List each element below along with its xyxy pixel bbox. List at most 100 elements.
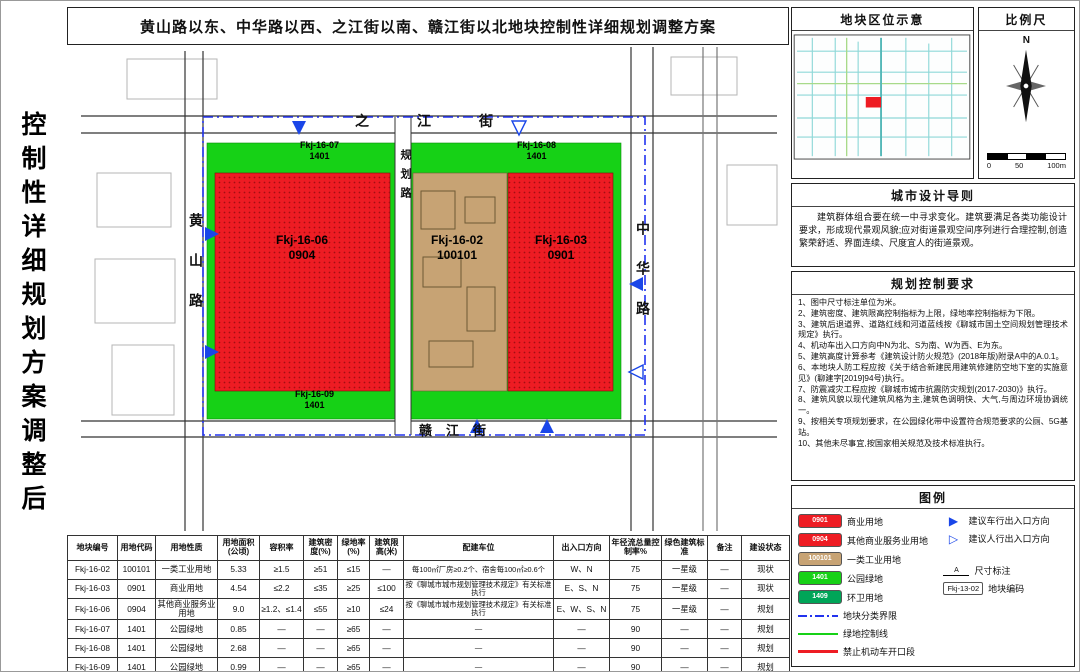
parcel-code: 1401 xyxy=(309,151,330,162)
table-cell: 规划 xyxy=(741,619,790,640)
requirement-item: 9、按相关专项规划要求，在公园绿化带中设置符合规范要求的公厕、5G基站。 xyxy=(798,417,1068,437)
parcel-id: Fkj-16-07 xyxy=(299,140,340,150)
table-cell: — xyxy=(707,598,742,621)
table-cell: 公园绿地 xyxy=(155,619,218,640)
table-cell: ≤2.2 xyxy=(259,578,304,600)
site-marker xyxy=(866,97,882,108)
parcel-code: 0901 xyxy=(547,248,575,262)
table-cell: — xyxy=(707,578,742,600)
dimension-icon: A xyxy=(943,566,970,576)
requirements-section: 规划控制要求 1、图中尺寸标注单位为米。2、建筑密度、建筑限高控制指标为上限，绿… xyxy=(791,271,1075,481)
map-labels: 之江街 赣江街 黄山路 中华路 规划路 Fkj-16-06 0904 Fkj-1… xyxy=(67,45,789,533)
table-cell: 一星级 xyxy=(661,598,708,621)
parcel-code: 100101 xyxy=(436,248,478,262)
table-cell: Fkj-16-06 xyxy=(67,598,118,621)
street-name-west: 黄山路 xyxy=(188,213,204,333)
table-cell: — xyxy=(259,638,304,659)
table-cell: — xyxy=(369,619,404,640)
table-cell: 4.54 xyxy=(217,578,260,600)
table-cell: 75 xyxy=(609,560,662,580)
column-header: 绿色建筑标准 xyxy=(661,535,708,561)
requirement-item: 2、建筑密度、建筑限高控制指标为上限，绿地率控制指标为下限。 xyxy=(798,308,1040,318)
control-indicator-table: 地块编号用地代码用地性质用地面积(公顷)容积率建筑密度(%)绿地率(%)建筑限高… xyxy=(67,535,790,671)
table-cell: Fkj-16-03 xyxy=(67,578,118,600)
requirement-item: 3、建筑后退道界、道路红线和河道蓝线按《聊城市国土空间规划管理技术规定》执行。 xyxy=(798,319,1068,340)
table-cell: ≤100 xyxy=(369,578,404,600)
requirement-item: 5、建筑高度计算参考《建筑设计防火规范》(2018年版)附录A中的A.0.1。 xyxy=(798,352,1064,362)
block-boundary-line xyxy=(202,116,646,436)
table-cell: ≥10 xyxy=(337,598,370,621)
table-cell: 75 xyxy=(609,578,662,600)
table-cell: 其他商业服务业用地 xyxy=(155,598,218,621)
land-code-swatch: 0904 xyxy=(798,533,842,547)
column-header: 地块编号 xyxy=(67,535,118,561)
parcel-fkj-16-06-texture xyxy=(215,173,390,391)
vehicle-entrance-arrow-icon xyxy=(629,277,643,291)
table-cell: — xyxy=(707,619,742,640)
zoning-map-drawing xyxy=(81,47,778,531)
legend-line-item: 禁止机动车开口段 xyxy=(798,645,937,658)
table-cell: 90 xyxy=(609,619,662,640)
table-cell: — xyxy=(661,638,708,659)
scale-tick: 50 xyxy=(1014,161,1024,170)
table-cell: 规划 xyxy=(741,657,790,671)
table-cell: 一星级 xyxy=(661,578,708,600)
table-cell: 一类工业用地 xyxy=(155,560,218,580)
parcel-label: Fkj-16-07 1401 xyxy=(262,140,377,163)
table-cell: 9.0 xyxy=(217,598,260,621)
legend-line-list: 地块分类界限绿地控制线禁止机动车开口段 xyxy=(798,609,937,658)
legend-code-item: Fkj-13-02 地块编码 xyxy=(943,582,1068,595)
parcel-id: Fkj-16-02 xyxy=(430,233,484,247)
table-cell: — xyxy=(661,619,708,640)
vehicle-entrance-arrow-icon: ▶ xyxy=(948,513,959,528)
scale-bar: 0 50 100m xyxy=(986,153,1066,170)
zoning-map: 之江街 赣江街 黄山路 中华路 规划路 Fkj-16-06 0904 Fkj-1… xyxy=(67,45,789,533)
table-cell: — xyxy=(403,619,554,640)
compass-rose-icon xyxy=(1006,49,1047,123)
north-label: N xyxy=(1022,35,1031,46)
table-cell: — xyxy=(707,638,742,659)
parcel-label: Fkj-16-09 1401 xyxy=(257,389,372,412)
industrial-buildings xyxy=(420,190,496,368)
table-cell: 每100㎡厂房≥0.2个、宿舍每100㎡≥0.6个 xyxy=(403,560,554,580)
table-cell: 5.33 xyxy=(217,560,260,580)
guidelines-section: 城市设计导则 建筑群体组合要在统一中寻求变化。建筑要满足各类功能设计要求，形成现… xyxy=(791,183,1075,267)
legend-label: 商业用地 xyxy=(847,516,884,527)
table-cell: 一星级 xyxy=(661,560,708,580)
legend-label: 建议人行出入口方向 xyxy=(968,534,1050,544)
table-cell: 1401 xyxy=(117,638,156,659)
table-cell: — xyxy=(303,638,338,659)
table-cell: — xyxy=(553,638,610,659)
legend-label: 地块分类界限 xyxy=(843,611,898,621)
table-cell: 公园绿地 xyxy=(155,638,218,659)
table-cell: ≤35 xyxy=(303,578,338,600)
parcel-code: 1401 xyxy=(526,151,547,162)
legend-line-sample-icon xyxy=(798,632,838,635)
scale-tick: 100m xyxy=(1047,161,1066,170)
table-cell: — xyxy=(661,657,708,671)
table-cell: — xyxy=(259,657,304,671)
table-cell: 公园绿地 xyxy=(155,657,218,671)
legend-arrow-item: ▷建议人行出入口方向 xyxy=(943,532,1068,545)
column-header: 出入口方向 xyxy=(553,535,610,561)
legend-label: 环卫用地 xyxy=(847,592,884,603)
table-cell: 按《聊城市城市规划管理技术规定》有关标准执行 xyxy=(403,578,554,600)
table-cell: — xyxy=(369,638,404,659)
table-cell: — xyxy=(369,657,404,671)
table-cell: 商业用地 xyxy=(155,578,218,600)
parcel-id: Fkj-16-08 xyxy=(516,140,557,150)
dimension-symbol: A xyxy=(954,566,959,574)
middle-road-edges xyxy=(394,117,412,435)
vehicle-entrance-arrow-icon xyxy=(470,419,484,433)
parcel-code-sample: Fkj-13-02 xyxy=(943,582,984,595)
requirement-item: 8、建筑风貌以现代建筑风格为主,建筑色调明快、大气,与周边环境协调统一。 xyxy=(798,395,1068,416)
table-cell: — xyxy=(369,560,404,580)
